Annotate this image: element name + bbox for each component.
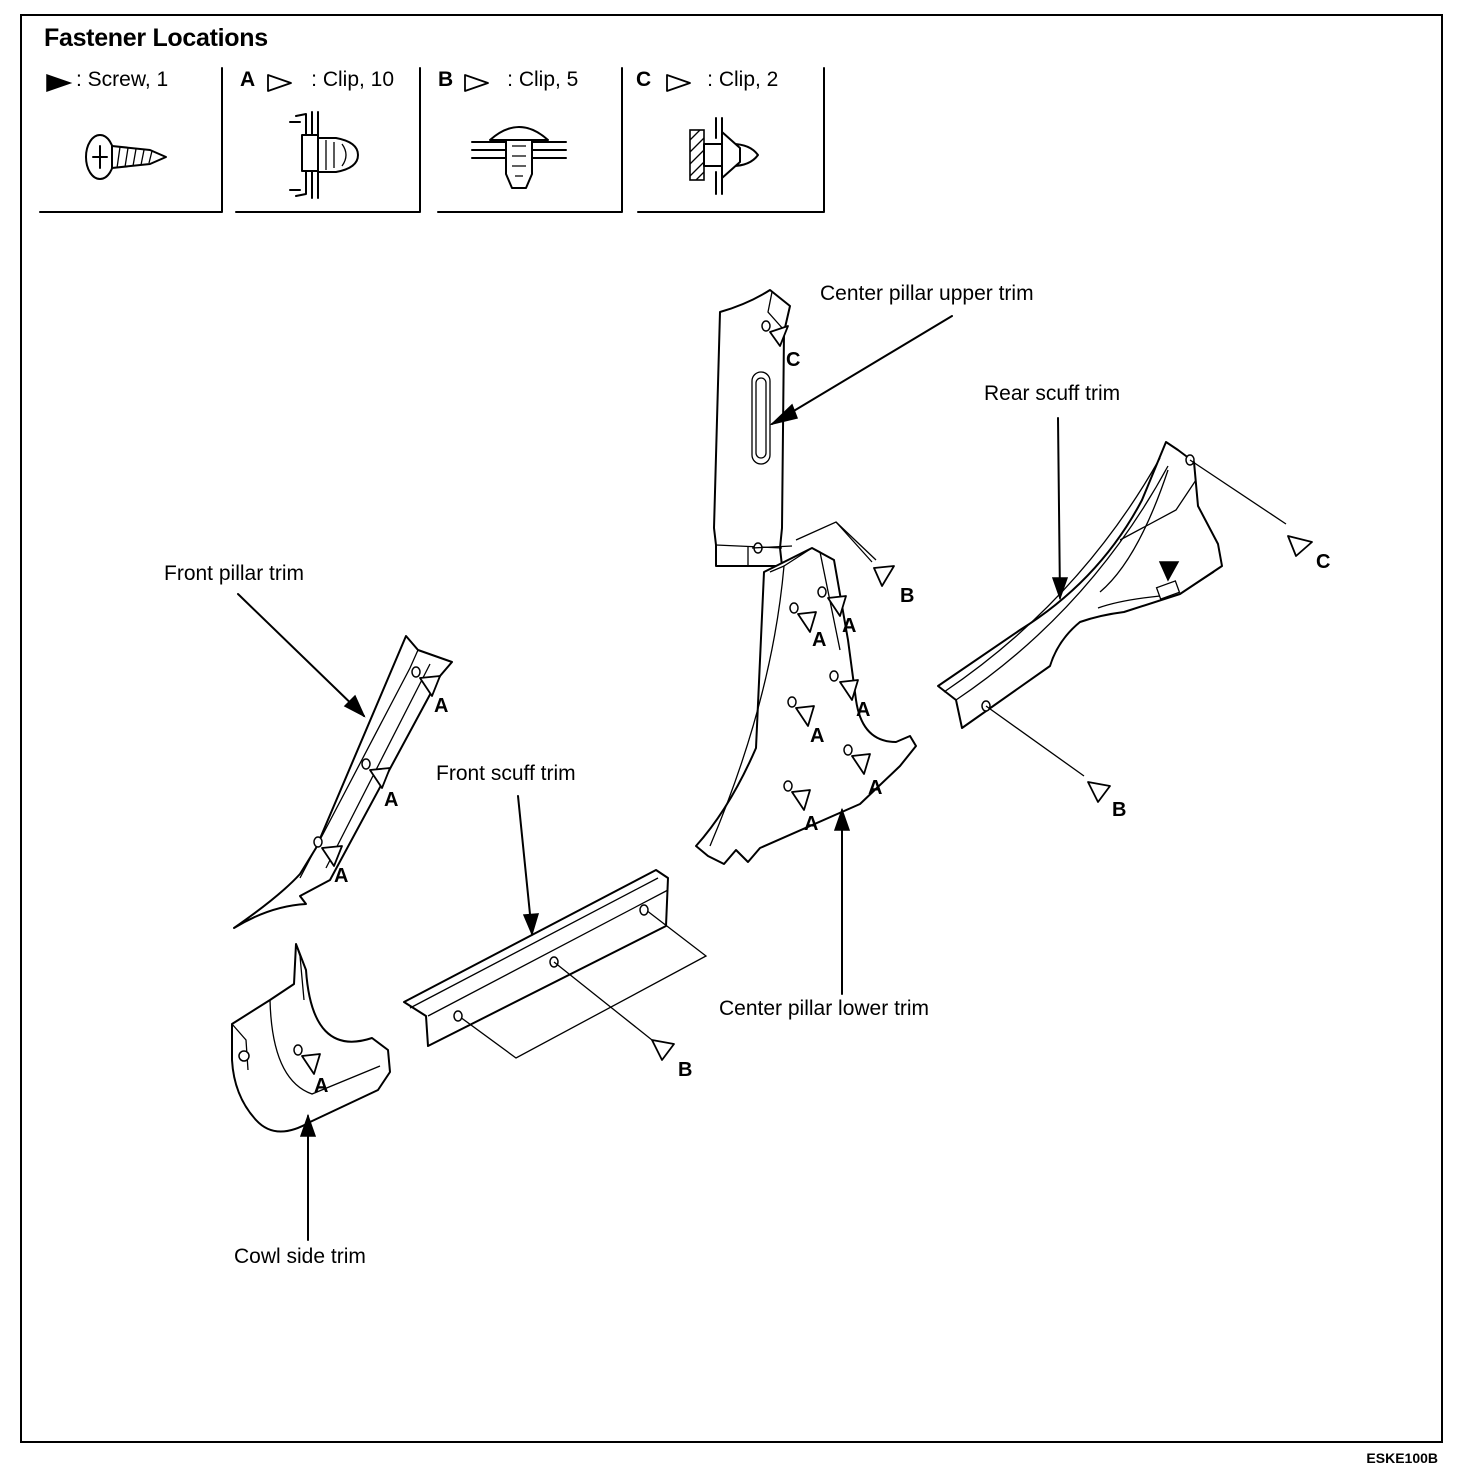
clip-letter: A [314,1075,328,1097]
front-scuff-trim [403,869,708,1059]
clip-b-icon [471,126,567,189]
clip-letter: B [1112,799,1126,821]
label-cowl-side-trim: Cowl side trim [234,1245,366,1268]
label-rear-scuff-trim: Rear scuff trim [984,382,1120,405]
clip-letter: A [856,699,870,721]
label-center-pillar-lower-trim: Center pillar lower trim [719,997,929,1020]
diagram-frame [20,14,1443,1443]
front-pillar-trim [233,635,453,929]
clip-letter: C [786,349,800,371]
legend-clip-c-text: : Clip, 2 [707,68,779,91]
label-front-scuff-trim: Front scuff trim [436,762,576,785]
legend-clip-a-text: : Clip, 10 [311,68,395,91]
leader-lines [237,315,1287,1241]
legend-boxes [39,67,825,213]
screw-symbol-icon [46,73,73,93]
screw-icon [85,134,167,180]
clip-letter: A [434,695,448,717]
clip-c-icon [689,117,759,195]
clip-letter: A [334,865,348,887]
clip-letter: A [868,777,882,799]
clip-letter: B [678,1059,692,1081]
clip-a-symbol-icon [267,74,292,92]
cowl-side-trim [231,943,391,1133]
clip-letter: A [384,789,398,811]
screw-marker-icon [1158,561,1180,582]
clip-c-symbol-icon [666,74,691,92]
legend-clip-b: B : Clip, 5 [438,68,578,92]
page-title: Fastener Locations [44,24,268,52]
legend-clip-a-key: A [240,68,256,91]
clip-a-icon [289,111,359,199]
legend-screw: : Screw, 1 [46,68,168,92]
clip-letter: C [1316,551,1330,573]
clip-letter: A [804,813,818,835]
clip-letter: A [812,629,826,651]
legend-clip-c-key: C [636,68,652,91]
center-pillar-upper-trim [713,289,791,567]
legend-clip-c: C : Clip, 2 [636,68,778,92]
clip-letter: B [900,585,914,607]
clip-b-symbol-icon [464,74,489,92]
clip-letter: A [842,615,856,637]
clip-markers [301,325,1313,1075]
legend-clip-a: A : Clip, 10 [240,68,394,92]
legend-screw-text: : Screw, 1 [76,68,169,91]
legend-clip-b-key: B [438,68,454,91]
clip-letter: A [810,725,824,747]
rear-scuff-trim [937,441,1223,729]
label-front-pillar-trim: Front pillar trim [164,562,304,585]
label-center-pillar-upper-trim: Center pillar upper trim [820,282,1034,305]
figure-code: ESKE100B [1366,1450,1438,1466]
legend-clip-b-text: : Clip, 5 [507,68,579,91]
